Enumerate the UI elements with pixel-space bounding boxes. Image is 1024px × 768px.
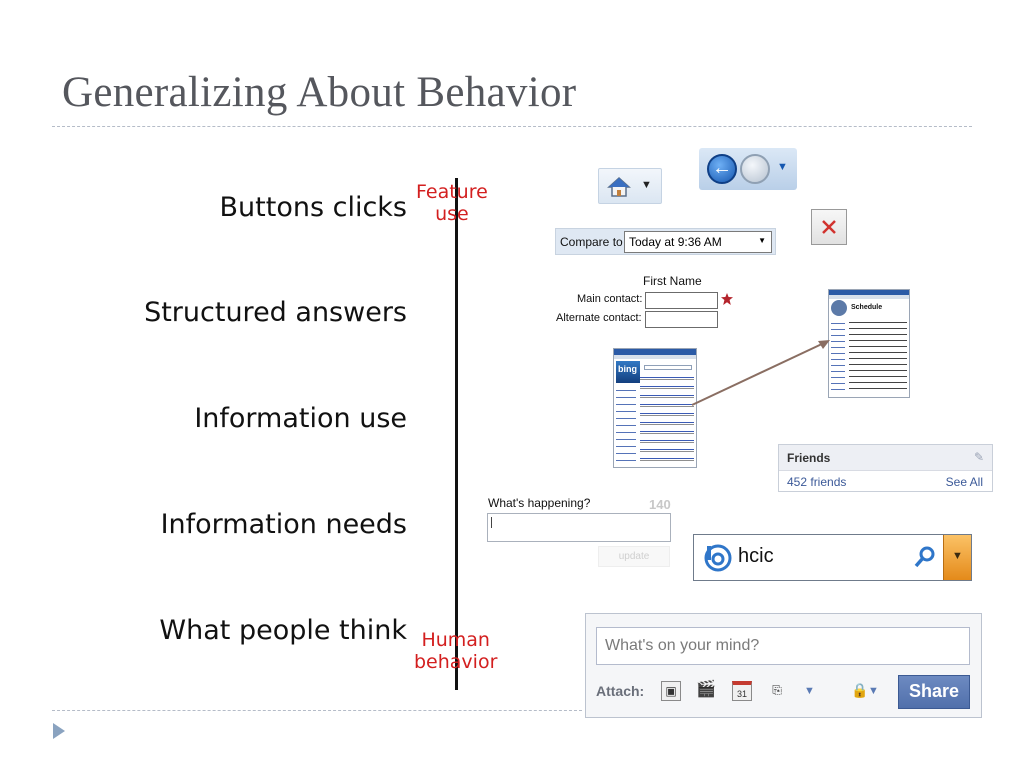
compare-to-label: Compare to — [560, 235, 623, 249]
schedule-page-screenshot: Schedule — [828, 289, 910, 398]
chevron-down-icon: ▼ — [952, 550, 963, 562]
search-results-screenshot: bing — [613, 348, 697, 468]
schedule-title: Schedule — [851, 304, 883, 311]
calendar-day: 31 — [736, 689, 747, 699]
slide-title: Generalizing About Behavior — [62, 69, 577, 116]
close-icon — [822, 220, 836, 234]
bing-logo: bing — [618, 364, 637, 374]
alternate-contact-field[interactable] — [645, 311, 718, 328]
chevron-down-icon[interactable]: ▼ — [641, 179, 652, 191]
event-calendar-icon[interactable]: 31 — [732, 681, 752, 701]
friends-widget: Friends ✎ 452 friends See All — [778, 444, 993, 492]
required-flag-icon — [721, 293, 733, 305]
browser-nav-buttons: ← ▼ — [699, 148, 797, 190]
axis-top-label: Feature use — [416, 181, 488, 225]
pencil-icon[interactable]: ✎ — [973, 450, 984, 464]
share-button[interactable]: Share — [898, 675, 970, 709]
status-input[interactable]: What's on your mind? — [596, 627, 970, 665]
photo-icon[interactable]: ▣ — [661, 681, 681, 701]
friends-title: Friends — [787, 451, 831, 465]
update-button[interactable]: update — [598, 546, 670, 567]
forward-arrow-icon[interactable] — [740, 154, 770, 184]
level-label-what-people-think: What people think — [159, 615, 407, 646]
history-dropdown-icon[interactable]: ▼ — [777, 161, 788, 173]
compare-to-control: Compare to Today at 9:36 AM ▼ — [555, 228, 776, 255]
level-label-information-needs: Information needs — [160, 509, 407, 540]
bing-query-text: hcic — [738, 545, 774, 567]
compare-to-value: Today at 9:36 AM — [629, 235, 722, 249]
level-label-structured-answers: Structured answers — [144, 297, 407, 328]
home-button[interactable]: ▼ — [598, 168, 662, 204]
magnifier-icon[interactable] — [914, 546, 936, 568]
friends-count-link[interactable]: 452 friends — [787, 475, 847, 489]
title-divider — [52, 126, 972, 127]
more-attachments-icon[interactable]: ▼ — [804, 685, 815, 697]
link-arrow — [691, 340, 830, 406]
footer-divider — [52, 710, 582, 711]
play-bullet-icon — [53, 723, 65, 739]
level-label-button-clicks: Buttons clicks — [219, 192, 407, 223]
video-icon[interactable]: 🎬 — [696, 681, 716, 698]
text-cursor — [491, 517, 492, 528]
spectrum-axis — [455, 178, 458, 690]
back-arrow-icon[interactable]: ← — [707, 154, 737, 184]
main-contact-field[interactable] — [645, 292, 718, 309]
twitter-char-count: 140 — [649, 497, 671, 512]
main-contact-label: Main contact: — [577, 293, 643, 305]
twitter-prompt: What's happening? — [488, 496, 591, 510]
lock-icon[interactable]: 🔒 — [851, 682, 869, 698]
search-dropdown-button[interactable]: ▼ — [943, 535, 971, 580]
twitter-status-input[interactable] — [487, 513, 671, 542]
alternate-contact-label: Alternate contact: — [556, 312, 642, 324]
see-all-link[interactable]: See All — [945, 475, 983, 489]
bing-logo-icon — [704, 544, 732, 572]
chevron-down-icon: ▼ — [758, 236, 766, 245]
status-update-panel: What's on your mind? Attach: ▣ 🎬 31 ⎘ ▼ … — [585, 613, 982, 718]
privacy-dropdown-icon[interactable]: ▼ — [868, 685, 879, 697]
attach-label: Attach: — [596, 683, 645, 699]
level-label-information-use: Information use — [194, 403, 407, 434]
home-icon — [607, 176, 631, 197]
axis-bottom-label: Human behavior — [414, 629, 498, 673]
first-name-header: First Name — [643, 274, 702, 288]
close-button[interactable] — [811, 209, 847, 245]
compare-to-select[interactable]: Today at 9:36 AM ▼ — [624, 231, 772, 253]
bing-search-box[interactable]: hcic ▼ — [693, 534, 972, 581]
friends-header: Friends ✎ — [779, 445, 992, 471]
link-icon[interactable]: ⎘ — [772, 683, 782, 697]
